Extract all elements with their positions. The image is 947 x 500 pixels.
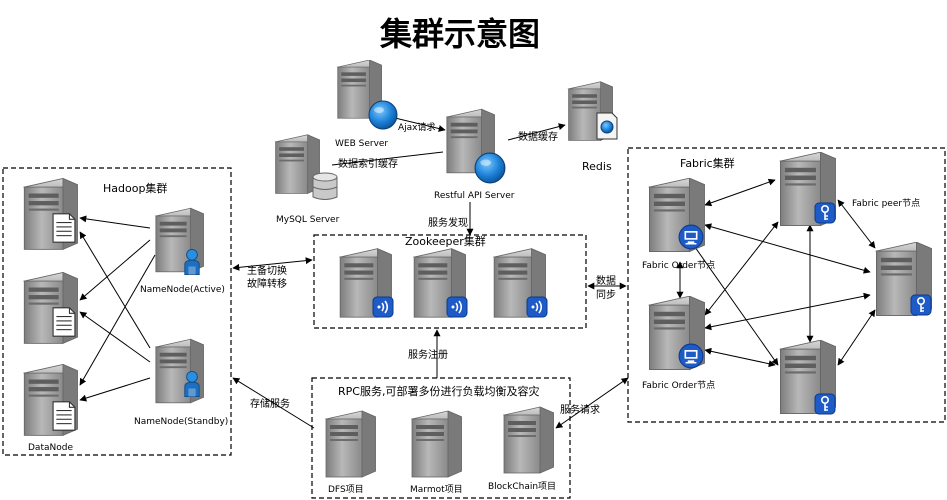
web-server-label: WEB Server	[335, 139, 388, 149]
diagram-title: 集群示意图	[379, 15, 540, 53]
dfs-project-node: DFS项目	[325, 410, 376, 495]
restful-api-server-label: Restful API Server	[434, 191, 515, 201]
wireless-icon	[372, 296, 394, 318]
wireless-icon	[526, 296, 548, 318]
zookeeper-cluster-box	[313, 234, 587, 329]
label-storage-service: 存储服务	[250, 397, 290, 410]
namenode-standby-label: NameNode(Standby)	[134, 417, 228, 427]
fabric-order-1-label: Fabric Order节点	[642, 260, 715, 271]
namenode-active: NameNode(Active)	[140, 207, 225, 295]
datanode-1	[23, 178, 78, 250]
blockchain-project-label: BlockChain项目	[488, 481, 556, 492]
globe-icon	[474, 152, 506, 184]
marmot-project-label: Marmot项目	[410, 484, 463, 495]
edge-ajax	[394, 117, 446, 132]
label-service-register: 服务注册	[408, 348, 448, 361]
connections	[79, 117, 876, 429]
dfs-project-label: DFS项目	[328, 484, 364, 495]
document-icon	[52, 307, 76, 337]
label-data-cache: 数据缓存	[518, 130, 558, 143]
fabric-order-node-1: Fabric Order节点	[642, 178, 715, 271]
hadoop-cluster-box	[2, 167, 232, 456]
server-tower-icon	[411, 410, 462, 478]
user-icon	[184, 370, 200, 398]
server-tower-icon	[503, 406, 554, 474]
label-service-request: 服务请求	[560, 403, 600, 416]
fabric-cluster-box	[627, 147, 946, 423]
fabric-order-node-2: Fabric Order节点	[642, 296, 715, 391]
mysql-server-label: MySQL Server	[276, 215, 340, 225]
zookeeper-node-2	[413, 248, 468, 318]
blockchain-project-node: BlockChain项目	[488, 406, 556, 492]
label-data-sync-line2: 同步	[596, 289, 616, 301]
server-tower-icon	[325, 410, 376, 478]
label-data-index-cache: 数据索引缓存	[338, 157, 398, 170]
edge-data-index-cache	[331, 151, 444, 166]
globe-icon	[368, 100, 398, 130]
label-failover-line2: 故障转移	[247, 277, 287, 290]
monitor-icon	[678, 343, 704, 369]
fabric-peer-node-3	[779, 340, 836, 415]
fabric-cluster-label: Fabric集群	[680, 156, 735, 170]
edge-data-cache	[507, 123, 566, 141]
document-icon	[52, 213, 76, 243]
key-icon	[910, 294, 932, 316]
edge-storage-service	[232, 377, 315, 429]
datanode-3	[23, 364, 78, 436]
fabric-order-2-label: Fabric Order节点	[642, 380, 715, 391]
zookeeper-cluster-label: Zookeeper集群	[405, 234, 486, 248]
rpc-service-label: RPC服务,可部署多份进行负载均衡及容灾	[338, 384, 539, 398]
key-icon	[814, 202, 836, 224]
document-icon	[596, 112, 618, 140]
fabric-peer-node-2	[875, 242, 932, 317]
label-data-sync-line1: 数据	[596, 274, 616, 287]
rpc-service-box	[311, 377, 571, 499]
document-icon	[52, 401, 76, 431]
monitor-icon	[678, 224, 704, 250]
namenode-standby: NameNode(Standby)	[134, 338, 228, 427]
mysql-server-node: MySQL Server	[275, 134, 340, 225]
database-icon	[312, 172, 338, 200]
namenode-active-label: NameNode(Active)	[140, 285, 225, 295]
user-icon	[184, 248, 200, 276]
redis-node: Redis	[568, 81, 618, 173]
zookeeper-node-3	[493, 248, 548, 318]
web-server-node: WEB Server	[335, 60, 398, 149]
key-icon	[814, 393, 836, 415]
hadoop-cluster-label: Hadoop集群	[103, 181, 167, 195]
edge-service-request	[555, 377, 629, 429]
restful-api-server-node: Restful API Server	[434, 108, 515, 201]
zookeeper-node-1	[339, 248, 394, 318]
edge-failover	[232, 257, 313, 271]
marmot-project-node: Marmot项目	[410, 410, 463, 495]
label-service-discovery: 服务发现	[428, 216, 468, 229]
wireless-icon	[446, 296, 468, 318]
datanode-2	[23, 272, 78, 344]
fabric-peer-node-1: Fabric peer节点	[779, 152, 920, 227]
redis-label: Redis	[582, 160, 612, 173]
label-ajax-request: Ajax请求	[398, 121, 436, 133]
datanode-label: DataNode	[28, 443, 73, 453]
label-failover-line1: 主备切换	[247, 264, 287, 277]
fabric-peer-label: Fabric peer节点	[852, 198, 920, 209]
